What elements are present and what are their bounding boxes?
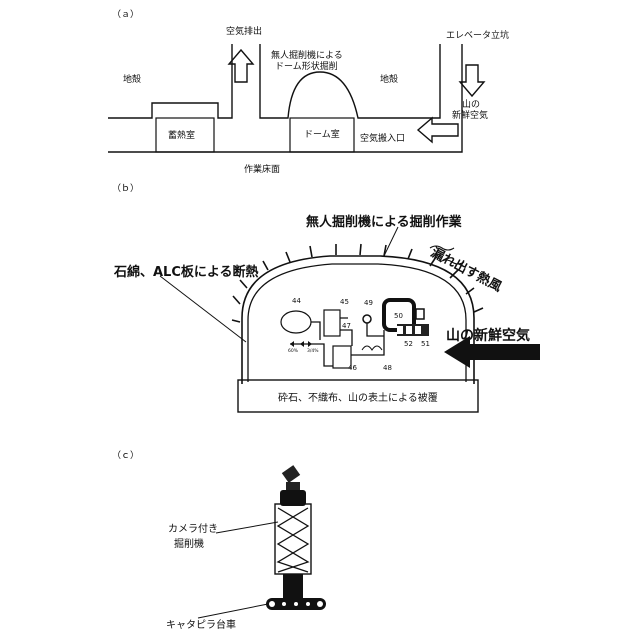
camera-icon <box>282 465 300 483</box>
part-51-box <box>416 309 424 319</box>
fresh-air-down-arrow-icon <box>460 65 484 96</box>
dome-room-label: ドーム室 <box>304 128 340 140</box>
dome-outer <box>242 256 474 384</box>
excavation-leader <box>384 227 398 256</box>
part-label: 49 <box>364 299 373 307</box>
part-label: 47 <box>342 322 351 330</box>
crawler-leader <box>198 604 268 618</box>
excavator-machine <box>266 465 326 610</box>
unmanned-dome-label-1: 無人掘削機による <box>271 49 343 61</box>
part-label: 45 <box>340 298 349 306</box>
svg-text:60%: 60% <box>288 348 299 354</box>
air-inlet-label: 空気搬入口 <box>360 132 405 144</box>
unmanned-dome-label-2: ドーム形状掘削 <box>275 60 338 72</box>
part-label: 44 <box>292 297 301 305</box>
covering-label: 砕石、不織布、山の表土による被覆 <box>278 391 438 404</box>
elevator-label: エレベータ立坑 <box>446 29 509 41</box>
panel-b-tag: （ｂ） <box>112 183 139 194</box>
scissor-links <box>278 508 308 572</box>
insulation-leader <box>160 276 246 342</box>
machine-label-1: カメラ付き <box>168 522 218 535</box>
heat-storage-label: 蓄熱室 <box>168 129 195 141</box>
crawler-label: キャタピラ台車 <box>166 618 236 631</box>
panel-b: （ｂ） 砕石、不織布、山の表土による被覆 <box>112 183 540 412</box>
fresh-air-label-b: 山の新鮮空気 <box>446 327 530 344</box>
ground-left-label: 地殻 <box>123 73 141 85</box>
fresh-air-label-2: 新鮮空気 <box>452 109 488 121</box>
leaking-heat-label: 漏れ出す熱風 <box>428 244 504 295</box>
scissor-frame <box>275 504 311 574</box>
valve-49 <box>363 315 371 323</box>
panel-a: （ａ） 空気排出 無人掘削機による ドーム形状掘削 地殻 地殻 エレベータ立坑 … <box>108 9 509 175</box>
part-label: 51 <box>421 340 430 348</box>
machine-leader <box>216 522 278 533</box>
excavation-label: 無人掘削機による掘削作業 <box>306 214 463 230</box>
air-exhaust-label: 空気排出 <box>226 25 262 37</box>
part-label: 50 <box>394 312 403 320</box>
part-label: 48 <box>383 364 392 372</box>
work-floor-label: 作業床面 <box>244 163 280 175</box>
part-label: 52 <box>404 340 413 348</box>
panel-c: （ｃ） カメラ付き 掘削機 キャタピラ台車 <box>112 450 326 631</box>
ground-right-label: 地殻 <box>380 73 398 85</box>
piping <box>290 318 384 366</box>
panel-a-tag: （ａ） <box>112 9 139 20</box>
lower-body <box>283 574 303 600</box>
inlet-left-arrow-icon <box>418 118 458 142</box>
svg-text:3/4%: 3/4% <box>307 348 319 354</box>
machine-label-2: 掘削機 <box>174 537 204 550</box>
equipment-group: 60% 3/4% 44 45 47 49 50 46 52 51 48 <box>281 297 430 372</box>
unit-45 <box>324 310 340 336</box>
part-label: 46 <box>348 364 357 372</box>
heat-wave-48 <box>362 346 382 350</box>
insulation-label: 石綿、ALC板による断熱 <box>113 264 259 280</box>
tank-44 <box>281 311 311 333</box>
fresh-air-label-1: 山の <box>462 99 480 110</box>
panel-c-tag: （ｃ） <box>112 450 139 461</box>
